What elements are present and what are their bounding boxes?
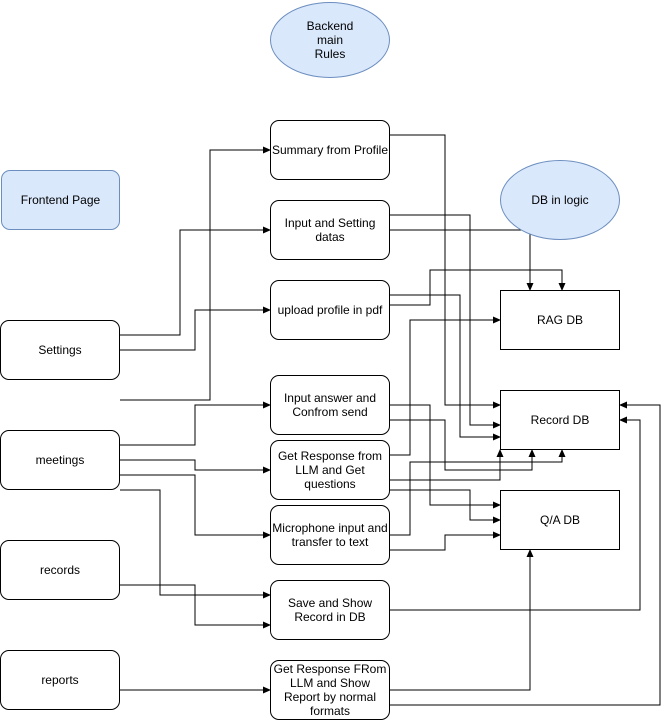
edge-get-report-record (390, 401, 661, 706)
edge-settings-input-setting (120, 226, 271, 336)
reports-node[interactable]: reports (0, 650, 120, 710)
edge-microphone-record (390, 449, 566, 536)
edge-upload-rag (390, 269, 566, 306)
edge-meetings-save-show (120, 489, 271, 599)
edge-upload-record (390, 294, 501, 441)
qa-db-node[interactable]: Q/A DB (500, 490, 620, 550)
edge-meetings-input-answer (120, 401, 271, 446)
save-and-show-record-node[interactable]: Save and Show Record in DB (270, 580, 390, 640)
meetings-node[interactable]: meetings (0, 430, 120, 490)
upload-profile-node[interactable]: upload profile in pdf (270, 280, 390, 340)
edge-meetings-get-response (120, 459, 271, 474)
input-answer-node[interactable]: Input answer and Confrom send (270, 375, 390, 435)
edge-get-response-rag (390, 316, 501, 456)
edge-get-response-record (390, 449, 504, 481)
get-response-report-node[interactable]: Get Response FRom LLM and Show Report by… (270, 660, 390, 720)
edge-settings-upload (120, 306, 271, 351)
edge-get-response-qa (390, 489, 501, 524)
edge-get-report-qa (390, 549, 534, 691)
edge-microphone-qa (390, 531, 501, 551)
edge-settings-summary (120, 146, 271, 401)
frontend-page-node[interactable]: Frontend Page (1, 170, 120, 230)
edge-input-answer-record (390, 419, 536, 471)
records-node[interactable]: records (0, 540, 120, 600)
edge-records-save-show (120, 584, 271, 629)
get-response-node[interactable]: Get Response from LLM and Get questions (270, 440, 390, 500)
edge-meetings-microphone (120, 474, 271, 539)
input-and-setting-datas-node[interactable]: Input and Setting datas (270, 200, 390, 260)
edge-save-show-record (390, 416, 641, 611)
rag-db-node[interactable]: RAG DB (500, 290, 620, 350)
record-db-node[interactable]: Record DB (500, 390, 620, 450)
microphone-input-node[interactable]: Microphone input and transfer to text (270, 505, 390, 565)
backend-main-rules-node[interactable]: Backend main Rules (270, 2, 390, 78)
summary-from-profile-node[interactable]: Summary from Profile (270, 120, 390, 180)
settings-node[interactable]: Settings (0, 320, 120, 380)
db-in-logic-node[interactable]: DB in logic (500, 160, 620, 240)
edge-input-setting-rag (390, 229, 534, 291)
